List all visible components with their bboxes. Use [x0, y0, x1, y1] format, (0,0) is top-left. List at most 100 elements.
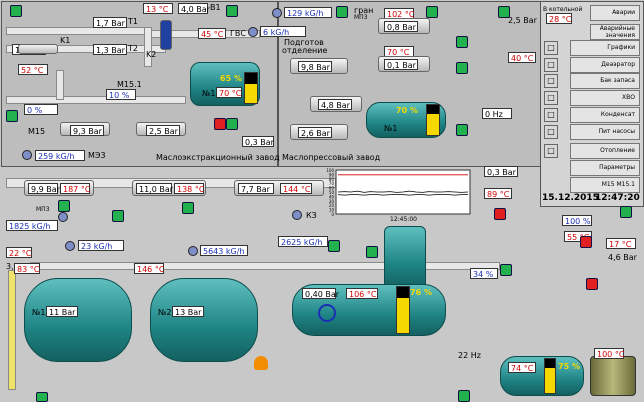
pipe	[6, 96, 186, 104]
boiler2-number: №2	[158, 308, 172, 317]
temp-187: 187 °C	[60, 183, 90, 194]
pump-motor-icon[interactable]	[10, 5, 22, 17]
pct-10: 10 %	[106, 89, 136, 100]
sidebar-nav-icon[interactable]: □	[544, 108, 558, 122]
sidebar-nav-icon[interactable]: □	[544, 74, 558, 88]
flow-1825: 1825 kG/h	[6, 220, 58, 231]
pressure-77: 7,7 Bar	[238, 183, 274, 194]
sidebar-button-1[interactable]: Аварийные значения	[590, 24, 640, 40]
heat-exchanger-k1	[18, 44, 58, 54]
pump-motor-icon[interactable]	[36, 392, 48, 402]
pump-motor-icon[interactable]	[586, 278, 598, 290]
pump-motor-icon[interactable]	[328, 240, 340, 252]
pct-100: 100 %	[562, 215, 592, 226]
sidebar-nav-icon[interactable]: □	[544, 91, 558, 105]
temp-13: 13 °C	[143, 3, 173, 14]
pump-motor-icon[interactable]	[336, 6, 348, 18]
pressure-25b: 2,5 Bar	[508, 16, 537, 25]
sidebar-button-8[interactable]: Отопление	[570, 143, 640, 159]
pump-motor-icon[interactable]	[500, 264, 512, 276]
chart-y-tick-7: 70	[329, 181, 335, 186]
pump-motor-icon[interactable]	[182, 202, 194, 214]
pressure-t2: 1,3 Bar	[93, 44, 127, 55]
sidebar-nav-icon[interactable]: □	[544, 41, 558, 55]
pressure-26: 2,6 Bar	[298, 127, 332, 138]
chart-y-tick-6: 60	[329, 186, 335, 191]
pump-motor-icon[interactable]	[620, 206, 632, 218]
boiler2-pressure: 13 Bar	[172, 306, 204, 317]
flow-129: 129 kG/h	[284, 7, 332, 18]
tank1-temp: 70 °C	[216, 87, 242, 98]
tank2-level	[544, 358, 556, 394]
sidebar-nav-icon[interactable]: □	[544, 58, 558, 72]
mp3-label-2: МП3	[36, 206, 50, 213]
pump-motor-icon[interactable]	[226, 5, 238, 17]
press-tank-number: №1	[384, 124, 398, 133]
k2-label: K2	[146, 50, 157, 59]
flow-meter-icon	[272, 8, 282, 18]
sidebar-button-3[interactable]: Деаэратор	[570, 57, 640, 73]
temp-106: 106 °C	[346, 288, 378, 299]
sidebar-button-0[interactable]: Аварии	[590, 5, 640, 21]
temp-144: 144 °C	[280, 183, 312, 194]
pump-motor-icon[interactable]	[6, 110, 18, 122]
pump-motor-icon[interactable]	[498, 6, 510, 18]
burner-flame-icon	[254, 356, 268, 370]
tank1-number: №1	[202, 89, 216, 98]
temp-146: 146 °C	[134, 263, 164, 274]
sidebar-nav-icon[interactable]: □	[544, 125, 558, 139]
chart-time-label: 12:45:00	[390, 216, 417, 223]
boiler-room-temp: 28 °C	[546, 13, 572, 24]
pressure-99: 9,9 Bar	[28, 183, 60, 194]
chart-y-tick-0: 0	[331, 212, 334, 217]
sidebar-button-5[interactable]: ХВО	[570, 90, 640, 106]
pump-motor-icon[interactable]	[112, 210, 124, 222]
pump-motor-icon[interactable]	[458, 390, 470, 402]
pump-motor-icon[interactable]	[426, 6, 438, 18]
chart-y-tick-9: 90	[329, 172, 335, 177]
chart-y-tick-2: 20	[329, 203, 335, 208]
pump-motor-icon[interactable]	[214, 118, 226, 130]
pressure-t1: 1,7 Bar	[93, 17, 127, 28]
podgotov-label-2: отделение	[282, 46, 328, 55]
flow-meter-icon	[22, 150, 32, 160]
pct-0: 0 %	[24, 104, 58, 115]
sidebar-nav-icon[interactable]: □	[544, 144, 558, 158]
me3-label: МЭ3	[88, 151, 106, 160]
pressure-08: 0,8 Bar	[384, 21, 418, 32]
deaerator-column	[384, 226, 426, 290]
sidebar-button-2[interactable]: Графики	[570, 40, 640, 56]
pump-motor-icon[interactable]	[456, 124, 468, 136]
extraction-zone-label: Маслоэкстракционный завод	[156, 153, 280, 162]
pump-motor-icon[interactable]	[58, 200, 70, 212]
sidebar-button-10[interactable]: М15 М15.1	[570, 177, 640, 193]
flow-2625: 2625 kG/h	[278, 236, 328, 247]
temp-52: 52 °C	[18, 64, 48, 75]
deaerator-percent: 76 %	[410, 288, 432, 297]
pressure-93: 9,3 Bar	[70, 125, 104, 136]
chart-y-tick-10: 100	[326, 168, 334, 173]
pump-motor-icon[interactable]	[580, 236, 592, 248]
flow-meter-icon	[65, 241, 75, 251]
temp-138: 138 °C	[174, 183, 204, 194]
time-display: 12:47:20	[595, 193, 640, 203]
sidebar-button-6[interactable]: Конденсат	[570, 107, 640, 123]
boiler-2	[150, 278, 258, 362]
pump-motor-icon[interactable]	[456, 36, 468, 48]
sidebar-button-4[interactable]: Бак запаса	[570, 73, 640, 89]
pump-motor-icon[interactable]	[366, 246, 378, 258]
sidebar-button-7[interactable]: Пит насосы	[570, 124, 640, 140]
boiler-1	[24, 278, 132, 362]
pump-motor-icon[interactable]	[494, 208, 506, 220]
chart-y-tick-1: 10	[329, 208, 335, 213]
gran-label: гран	[354, 6, 374, 15]
pump-motor-icon[interactable]	[456, 62, 468, 74]
sidebar-button-9[interactable]: Параметры	[570, 160, 640, 176]
flow-259: 259 kG/h	[35, 150, 85, 161]
pump-motor-icon[interactable]	[226, 118, 238, 130]
press-tank-percent: 70 %	[396, 106, 418, 115]
chart-y-tick-8: 80	[329, 177, 335, 182]
t2-label: T2	[128, 44, 138, 53]
